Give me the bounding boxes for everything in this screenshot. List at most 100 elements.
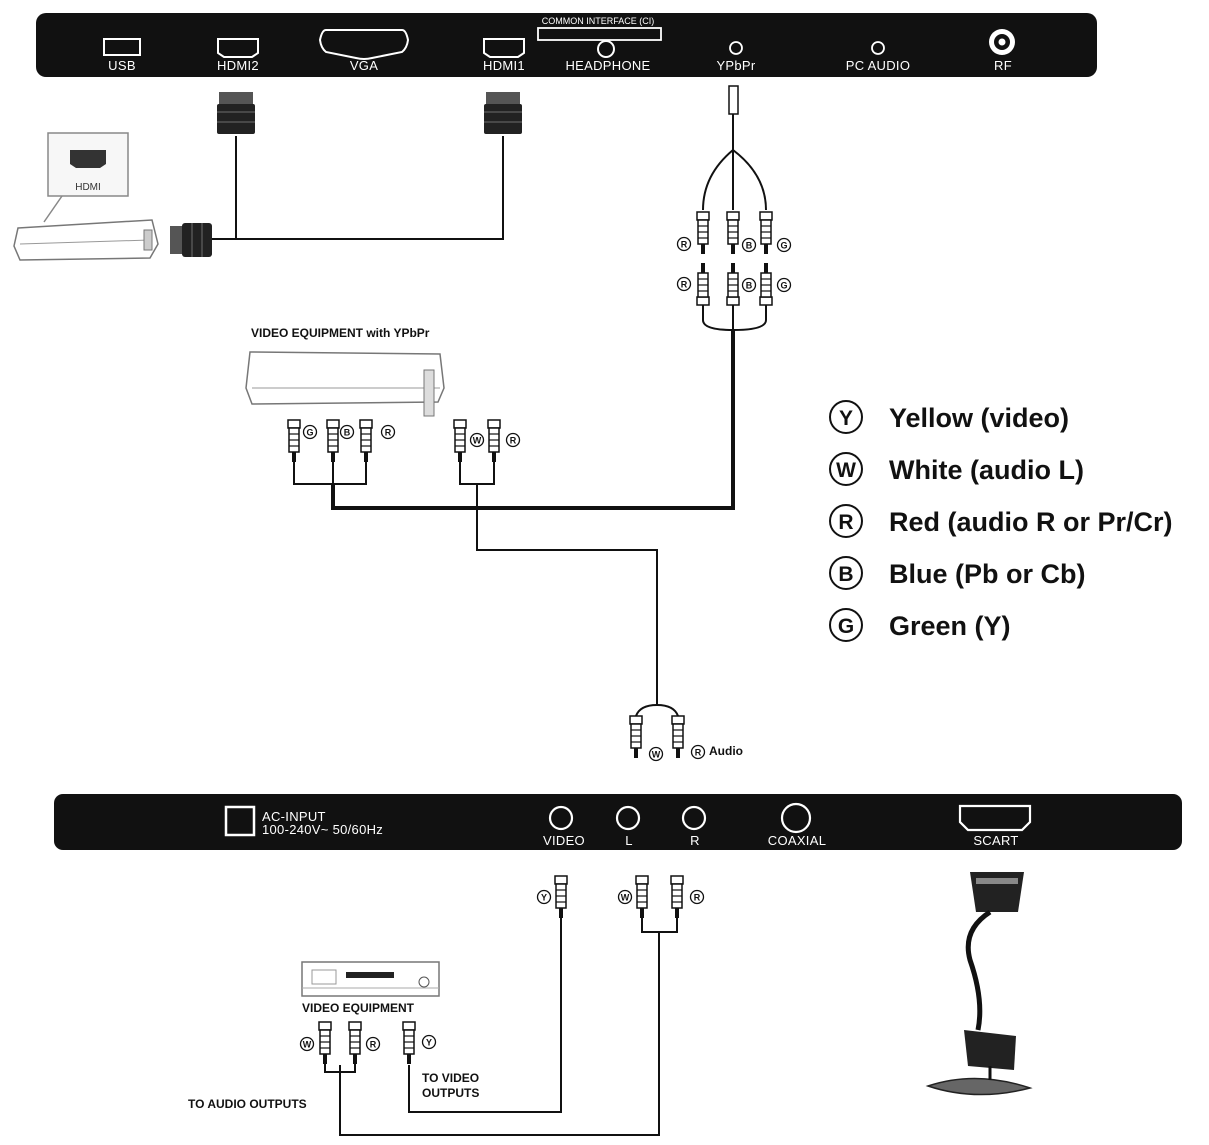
- legend-letter: R: [838, 511, 853, 534]
- scart-port[interactable]: SCART: [958, 804, 1032, 848]
- hdmi-port-icon: [217, 38, 259, 58]
- legend-item: W White (audio L): [829, 452, 1084, 486]
- hdmi2-label: HDMI2: [217, 58, 259, 73]
- legend-item: R Red (audio R or Pr/Cr): [829, 504, 1173, 538]
- svg-text:B: B: [746, 241, 753, 251]
- badge-r: R: [676, 236, 692, 252]
- vcr-icon: [301, 961, 440, 997]
- hdmi2-port[interactable]: HDMI2: [217, 38, 259, 73]
- ypbpr-video-equipment: VIDEO EQUIPMENT with YPbPr G B R W R: [245, 326, 521, 463]
- hdmi-port-icon: [70, 150, 106, 168]
- video-label: VIDEO: [543, 833, 585, 848]
- rf-port[interactable]: RF: [989, 29, 1015, 73]
- composite-cables: Y W R: [339, 875, 705, 1136]
- scart-label: SCART: [973, 833, 1018, 848]
- r-label: R: [690, 833, 700, 848]
- vga-label: VGA: [350, 58, 378, 73]
- usb-port[interactable]: USB: [103, 38, 141, 73]
- legend-item: G Green (Y): [829, 608, 1011, 642]
- hdmi-side-plug-icon: [170, 223, 212, 257]
- audio-label: Audio: [709, 744, 743, 758]
- ypbpr-port[interactable]: YPbPr: [716, 41, 756, 73]
- badge-g: G: [776, 237, 792, 253]
- common-interface-label: COMMON INTERFACE (CI): [542, 16, 655, 26]
- scart-cable: [925, 872, 1033, 1096]
- set-top-box-icon: [13, 219, 159, 261]
- to-video-outputs-line1: TO VIDEO: [422, 1071, 479, 1085]
- badge-r: R: [380, 424, 396, 440]
- ypbpr-label: YPbPr: [716, 58, 755, 73]
- svg-text:W: W: [303, 1040, 312, 1050]
- usb-icon: [103, 38, 141, 56]
- pc-audio-label: PC AUDIO: [846, 58, 911, 73]
- badge-w: W: [648, 746, 664, 762]
- to-video-outputs-line2: OUTPUTS: [422, 1086, 479, 1100]
- legend-badge: [829, 452, 863, 486]
- badge-r: R: [676, 276, 692, 292]
- vga-port[interactable]: VGA: [318, 29, 410, 73]
- badge-w: W: [469, 432, 485, 448]
- badge-r: R: [505, 432, 521, 448]
- ypbpr-jack-icon: [729, 41, 743, 55]
- badge-w: W: [299, 1036, 315, 1052]
- headphone-port[interactable]: HEADPHONE: [565, 40, 650, 73]
- badge-b: B: [741, 277, 757, 293]
- hdmi-cables: [170, 91, 523, 257]
- audio-connector: W R Audio: [629, 704, 743, 762]
- scart-plug-icon: [964, 1030, 1016, 1070]
- legend-text: White (audio L): [889, 455, 1084, 485]
- audio-l-port[interactable]: L: [615, 805, 641, 848]
- svg-text:Y: Y: [426, 1038, 432, 1048]
- legend-letter: G: [838, 615, 854, 638]
- audio-r-port[interactable]: R: [681, 805, 707, 848]
- power-socket-icon: [224, 805, 256, 837]
- svg-text:R: R: [510, 436, 517, 446]
- legend-letter: Y: [839, 407, 853, 430]
- legend-text: Green (Y): [889, 611, 1011, 641]
- svg-text:G: G: [780, 241, 787, 251]
- badge-y: Y: [536, 889, 552, 905]
- ac-spec-label: 100-240V~ 50/60Hz: [262, 822, 383, 837]
- scart-port-icon: [958, 804, 1032, 832]
- legend-letter: W: [836, 459, 856, 482]
- headphone-label: HEADPHONE: [565, 58, 650, 73]
- badge-g: G: [302, 424, 318, 440]
- hdmi-port-icon: [483, 38, 525, 58]
- audio-r-jack-icon: [681, 805, 707, 831]
- badge-b: B: [339, 424, 355, 440]
- svg-text:R: R: [695, 748, 702, 758]
- svg-text:R: R: [385, 428, 392, 438]
- svg-text:G: G: [306, 428, 313, 438]
- hdmi1-port[interactable]: HDMI1: [483, 38, 525, 73]
- ypbpr-cable: [696, 85, 773, 332]
- headphone-jack-icon: [597, 40, 615, 58]
- hdmi2-cable: [212, 136, 237, 240]
- legend-badge: [829, 400, 863, 434]
- ci-slot-icon: [537, 27, 662, 41]
- badge-r: R: [689, 889, 705, 905]
- svg-text:B: B: [344, 428, 351, 438]
- video-equipment: VIDEO EQUIPMENT W R Y TO VIDEO OUTPUTS T…: [188, 961, 479, 1111]
- ypbpr-equipment-cables: [293, 330, 735, 705]
- legend-badge: [829, 504, 863, 538]
- ac-input-port[interactable]: AC-INPUT 100-240V~ 50/60Hz: [224, 805, 383, 837]
- pc-audio-jack-icon: [871, 41, 885, 55]
- ypbpr-cable-badges: R B G R B G: [676, 236, 792, 293]
- svg-text:R: R: [694, 893, 701, 903]
- badge-w: W: [617, 889, 633, 905]
- legend-text: Red (audio R or Pr/Cr): [889, 507, 1173, 537]
- video-out-port[interactable]: VIDEO: [543, 805, 585, 848]
- top-panel-body: [36, 13, 1097, 77]
- l-label: L: [625, 833, 633, 848]
- svg-text:G: G: [780, 281, 787, 291]
- hdmi-source-device: HDMI: [13, 132, 159, 261]
- common-interface-slot[interactable]: COMMON INTERFACE (CI): [537, 16, 662, 41]
- to-audio-outputs-label: TO AUDIO OUTPUTS: [188, 1097, 307, 1111]
- coaxial-port[interactable]: COAXIAL: [768, 802, 826, 848]
- svg-text:R: R: [681, 280, 688, 290]
- pc-audio-port[interactable]: PC AUDIO: [846, 41, 911, 73]
- svg-text:W: W: [621, 893, 630, 903]
